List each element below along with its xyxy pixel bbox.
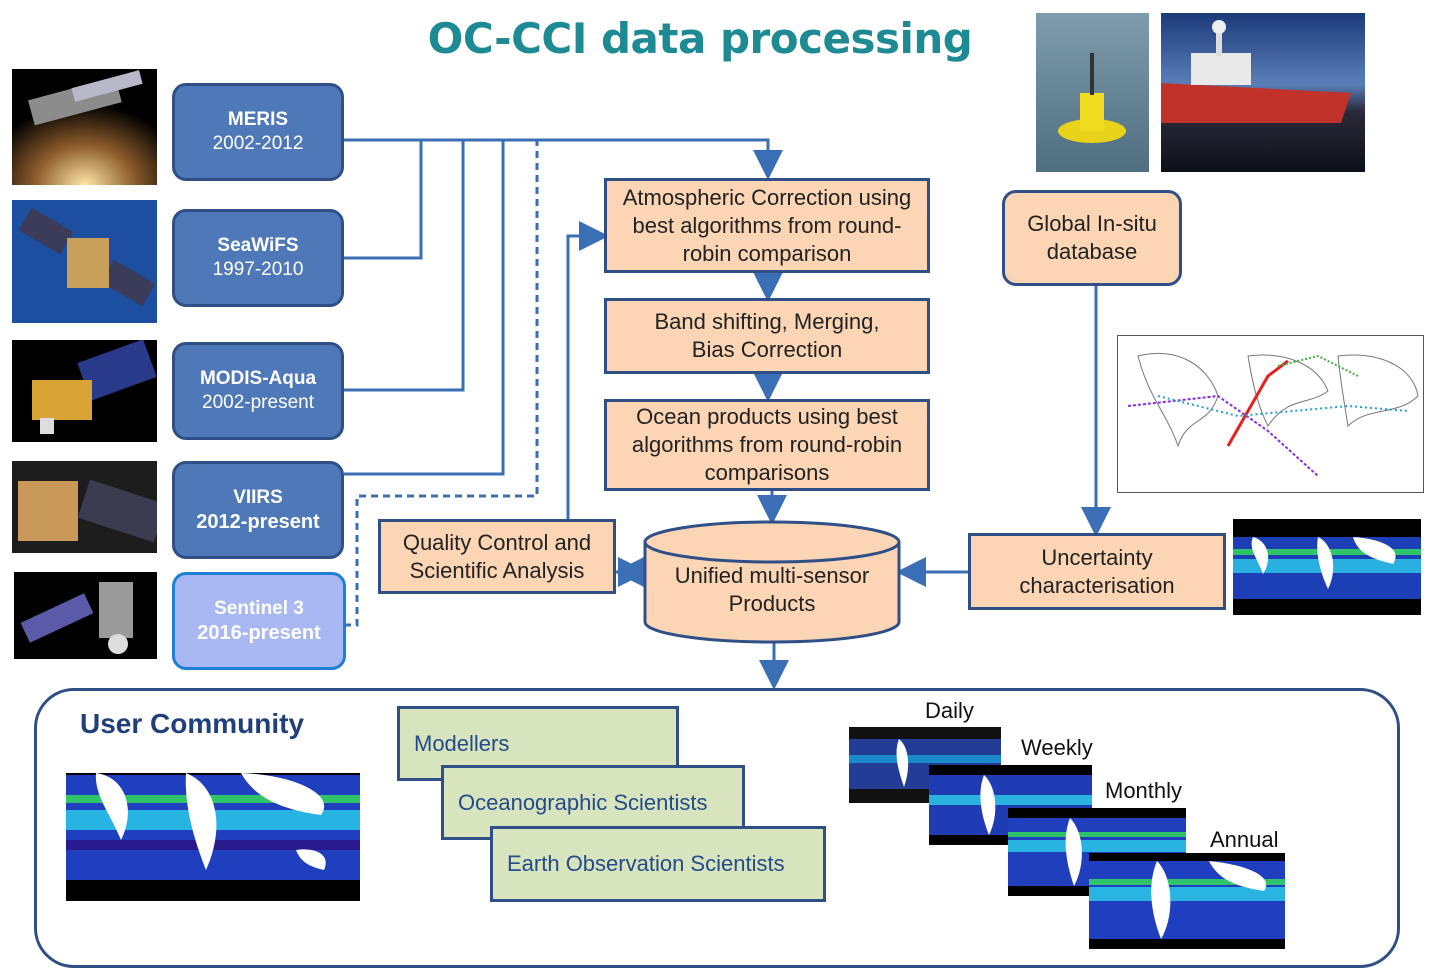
satellite-icon xyxy=(14,572,157,659)
ship-photo xyxy=(1161,13,1365,172)
monthly-map xyxy=(1008,808,1186,896)
user-group-eo-scientists: Earth Observation Scientists xyxy=(490,826,826,902)
annual-map xyxy=(1089,853,1285,949)
satellite-icon xyxy=(12,69,157,185)
frequency-label-annual: Annual xyxy=(1210,827,1279,852)
seawifs-connector xyxy=(344,140,423,260)
sensor-viirs: VIIRS 2012-present xyxy=(172,461,344,559)
buoy-photo xyxy=(1036,13,1149,172)
modis-connector xyxy=(344,140,465,392)
user-group-modellers: Modellers xyxy=(397,706,679,781)
qc-to-atm-arrow xyxy=(566,221,609,520)
user-community-title: User Community xyxy=(80,708,305,739)
unified-products-label: Unified multi-sensor Products xyxy=(674,563,870,616)
page-title: OC-CCI data processing xyxy=(427,14,973,63)
in-situ-database-box: Global In-situ database xyxy=(1002,190,1182,286)
meris-connector xyxy=(344,138,783,180)
satellite-icon xyxy=(12,461,157,553)
sensor-years: 2002-2012 xyxy=(212,133,304,154)
world-map-icon xyxy=(1233,519,1421,615)
satellite-icon xyxy=(12,200,157,323)
frequency-label-weekly: Weekly xyxy=(1021,735,1093,760)
frequency-label-monthly: Monthly xyxy=(1105,778,1183,803)
sensor-modis-aqua: MODIS-Aqua 2002-present xyxy=(172,342,344,440)
sensor-years: 1997-2010 xyxy=(212,259,304,280)
satellite-icon xyxy=(12,340,157,442)
unified-products-cylinder: Unified multi-sensor Products xyxy=(642,518,902,644)
sensor-name: Sentinel 3 xyxy=(214,598,304,619)
sensor-name: MODIS-Aqua xyxy=(199,368,317,389)
frequency-label-daily: Daily xyxy=(925,698,974,723)
atmospheric-correction-box: Atmospheric Correction using best algori… xyxy=(604,178,930,273)
ocean-products-box: Ocean products using best algorithms fro… xyxy=(604,399,930,491)
world-map-icon xyxy=(66,755,360,901)
sensor-name: SeaWiFS xyxy=(217,235,299,256)
sensor-years: 2002-present xyxy=(202,392,314,413)
sensor-meris: MERIS 2002-2012 xyxy=(172,83,344,181)
sensor-sentinel-3: Sentinel 3 2016-present xyxy=(172,572,346,670)
uncertainty-box: Uncertainty characterisation xyxy=(968,533,1226,610)
sensor-years: 2012-present xyxy=(196,511,320,533)
sensor-years: 2016-present xyxy=(197,622,321,644)
band-shifting-box: Band shifting, Merging, Bias Correction xyxy=(604,298,930,374)
sensor-name: MERIS xyxy=(227,109,289,130)
sensor-seawifs: SeaWiFS 1997-2010 xyxy=(172,209,344,307)
quality-control-box: Quality Control and Scientific Analysis xyxy=(378,519,616,594)
in-situ-track-map xyxy=(1117,335,1424,493)
sensor-name: VIIRS xyxy=(233,487,283,508)
viirs-connector xyxy=(344,140,505,476)
